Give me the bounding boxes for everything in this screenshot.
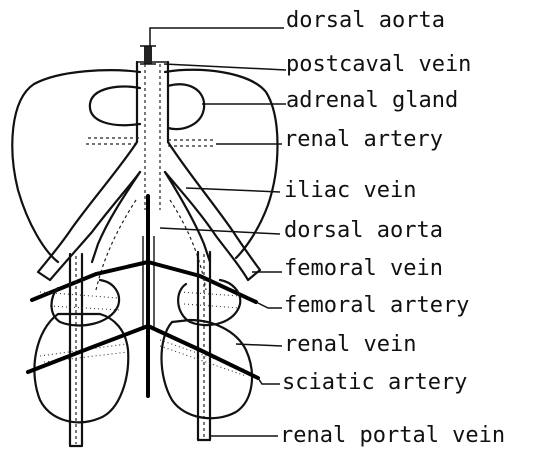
renal-vein-right	[160, 340, 246, 376]
renal-vein-left	[40, 344, 128, 362]
left-adrenal-gland	[90, 87, 140, 126]
label-postcaval-vein: postcaval vein	[286, 52, 471, 77]
right-adrenal-gland	[168, 84, 204, 129]
label-iliac-vein: iliac vein	[284, 178, 416, 203]
label-renal-portal-vein: renal portal vein	[280, 423, 505, 448]
label-renal-vein: renal vein	[284, 332, 416, 357]
renal-artery-left	[86, 138, 140, 144]
label-femoral-vein: femoral vein	[284, 256, 443, 281]
label-sciatic-artery: sciatic artery	[282, 370, 467, 395]
label-adrenal-gland: adrenal gland	[286, 88, 458, 113]
sciatic-artery-left	[28, 326, 148, 372]
lower-col-dashes	[76, 254, 204, 444]
femoral-artery-left	[32, 262, 148, 300]
label-femoral-artery: femoral artery	[284, 293, 469, 318]
renal-artery-right	[168, 140, 216, 146]
leader-dorsal-aorta-top	[150, 28, 284, 46]
postcaval-vein	[137, 62, 168, 142]
sciatic-artery-right	[148, 326, 258, 378]
leader-iliac-vein	[186, 188, 280, 192]
label-dorsal-aorta-top: dorsal aorta	[286, 8, 445, 33]
leader-femoral-artery	[256, 302, 282, 308]
trunk-dashes	[145, 64, 160, 210]
dorsal-aorta-stub	[144, 46, 152, 64]
right-iliac-vein	[165, 142, 260, 280]
inner-vein-left	[92, 172, 140, 262]
label-dorsal-aorta-mid: dorsal aorta	[284, 218, 443, 243]
label-renal-artery: renal artery	[284, 127, 443, 152]
leader-dorsal-aorta-mid	[160, 228, 280, 234]
leader-sciatic-artery	[258, 378, 280, 384]
